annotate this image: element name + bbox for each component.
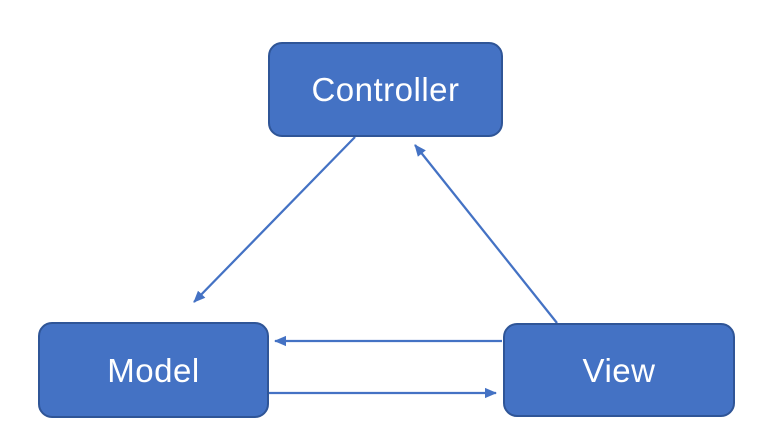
node-model: Model	[38, 322, 269, 418]
edge-view-to-controller-arrow	[414, 144, 558, 324]
node-view: View	[503, 323, 735, 417]
edge-controller-to-model-arrow	[193, 136, 356, 303]
node-model-label: Model	[107, 351, 200, 389]
node-controller-label: Controller	[311, 71, 460, 108]
node-controller: Controller	[268, 42, 503, 137]
node-view-label: View	[582, 351, 656, 389]
